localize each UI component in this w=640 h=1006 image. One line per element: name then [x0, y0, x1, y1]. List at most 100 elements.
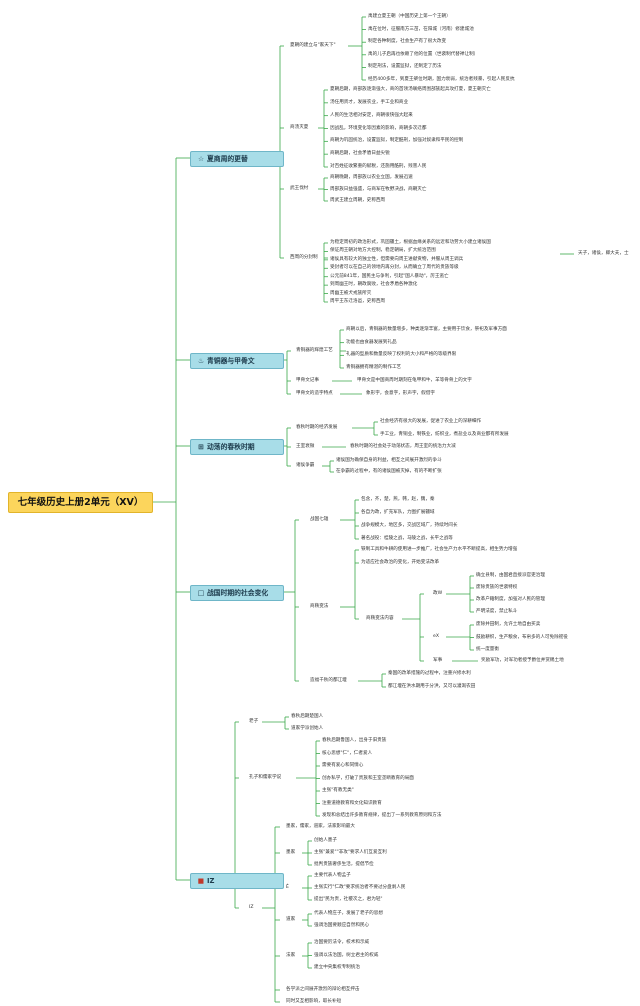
topic-node[interactable]: 政W — [433, 591, 443, 596]
list-item: 废除井田制，允许土地自由买卖 — [476, 622, 541, 627]
branch-node[interactable]: ♨青铜器与甲骨文 — [190, 353, 284, 369]
list-item: 注重道德教育和文化知识教育 — [322, 800, 382, 806]
list-item: 道家学派创始人 — [291, 726, 324, 731]
list-item: 商朝为巩固统治，设置监狱，制定酷刑，加强对奴隶和平民的控制 — [330, 138, 464, 144]
topic-node[interactable]: Ê — [286, 885, 289, 890]
topic-node[interactable]: 战国七雄 — [310, 517, 329, 522]
fire-icon: ♨ — [197, 357, 205, 365]
list-item: 周部族日益强盛，与商军在牧野决战，商朝灭亡 — [330, 186, 427, 192]
topic-node[interactable]: 春秋时期的经济发展 — [296, 425, 338, 430]
list-item: 汤任用贤才，发展农业，手工业和商业 — [330, 99, 409, 105]
summary-note: 同时又互相影响，取长补短 — [286, 999, 342, 1004]
summary-note: 各学派之间展开激烈的辩论相互抨击 — [286, 987, 360, 992]
list-item: 到周幽王时，朝政腐败，社会矛盾各种激化 — [330, 282, 418, 288]
branch-node[interactable]: □战国时期的社会变化 — [190, 585, 284, 601]
branch-node[interactable]: ⊞动荡的春秋时期 — [190, 439, 284, 455]
branch-label: 战国时期的社会变化 — [207, 589, 269, 597]
list-item: 禹建立夏王朝（中国历史上第一个王朝） — [368, 14, 451, 19]
list-item: 代表人物庄子，发展了老子的思想 — [314, 911, 383, 916]
side-note: 天子，诸侯，卿大夫，士 — [578, 251, 629, 256]
list-item: 强调治国要顺应自然和民心 — [314, 923, 370, 928]
list-item: 核心思想"仁"，仁者爱人 — [322, 750, 373, 756]
list-item: 统一度量衡 — [476, 647, 499, 652]
grid-icon: ⊞ — [198, 443, 204, 451]
branch-node[interactable]: ☆夏商周的更替 — [190, 151, 284, 167]
list-item: 手工业，青铜业，制铁业，纺织业，煮盐业以及商业都有所发展 — [380, 432, 509, 437]
list-item: 诸侯具有较大的独立性，但需要向周王进献贡物，并服从周王调兵 — [330, 256, 464, 262]
list-item: 需要有爱心和同情心 — [322, 763, 364, 768]
list-item: 周武王建立周朝，史称西周 — [330, 198, 386, 203]
list-item: 夏朝后期，商部族逐渐强大，商的首领汤联络周围部族起兵攻打夏，夏王朝灭亡 — [330, 87, 491, 92]
list-item: 因战乱，环境变化等因素的影响，商朝多次迁都 — [330, 125, 427, 131]
list-item: 战争规模大，地区多，交战区域广，持续时间长 — [361, 523, 458, 528]
list-item: 发现和总结出许多教育规律，提出了一系列教育原则和方法 — [322, 813, 442, 818]
summary-note: 墨家，儒家，道家，法家影响最大 — [286, 824, 355, 829]
list-item: 青铜器拥有精湛的制作工艺 — [346, 365, 402, 370]
topic-node[interactable]: 墨家 — [286, 850, 296, 855]
list-item: 春秋后期鲁国人，出身于旧贵族 — [322, 738, 387, 743]
inline-note: 象形字，会意字，形声字，假借字 — [366, 391, 435, 396]
list-item: 春秋后期楚国人 — [291, 714, 324, 719]
topic-node[interactable]: 造福千秋的都江堰 — [310, 678, 347, 683]
list-item: 周平王东迁洛邑，史称西周 — [330, 299, 386, 304]
list-item: 经历400多年，到夏王桀位时期，国力衰弱，统治者残暴，引起人民反抗 — [368, 77, 515, 82]
list-item: 秦国的改革措施的过程中，注重兴修水利 — [388, 671, 471, 676]
list-item: 制定各种制度，社会生产有了很大改变 — [368, 39, 447, 45]
topic-node[interactable]: 法家 — [286, 953, 296, 958]
list-item: 对百姓征收繁重的赋税，还施用酷刑，残害人民 — [330, 164, 427, 169]
inline-note: 奖励军功，对军功者授予爵位并赏赐土地 — [481, 658, 564, 663]
list-item: 提出"民为贵，社稷次之，君为轻" — [314, 897, 383, 902]
list-item: 铁制工具和牛耕的使用进一步推广，社会生产力水平不断提高，相生势力增强 — [361, 547, 518, 552]
list-item: 主要代表人物孟子 — [314, 873, 351, 878]
list-item: 主张"有教无类" — [322, 788, 354, 793]
list-item: 改革户籍制度，加强对人民的管理 — [476, 597, 545, 602]
topic-node[interactable]: 诸侯争霸 — [296, 463, 315, 468]
list-item: 治国要厉法令，校术和示威 — [314, 940, 370, 945]
topic-node[interactable]: 甲骨文记事 — [296, 378, 319, 383]
branch-label: 青铜器与甲骨文 — [207, 357, 255, 365]
topic-node[interactable]: eX — [433, 634, 439, 639]
list-item: 商朝后期，社会矛盾日益尖锐 — [330, 151, 390, 157]
list-item: 商朝晚期，周部族以农业立国，发展迅速 — [330, 175, 413, 180]
list-item: 在争霸的过程中，有的诸侯国被灭掉，有的不断扩张 — [336, 469, 442, 474]
list-item: 都江堰在洪水期用于分洪，又可以灌溉农田 — [388, 684, 476, 689]
topic-node[interactable]: 王室衰微 — [296, 444, 315, 449]
square-icon: □ — [197, 589, 205, 597]
topic-node[interactable]: 西周的分封制 — [290, 255, 318, 260]
list-item: 周幽王被犬戎族所灭 — [330, 290, 372, 296]
list-item: 确立县制，由国君直接派官吏治理 — [476, 573, 545, 578]
topic-node[interactable]: 商鞅变法 — [310, 604, 329, 609]
root-node[interactable]: 七年级历史上册2单元（XV） — [8, 492, 153, 513]
list-item: 严明法度，禁止私斗 — [476, 609, 518, 614]
list-item: 批判贵族奢侈生活，提倡节俭 — [314, 862, 374, 867]
inline-note: 春秋时期的社会处于动荡状态，周王室的统治力大减 — [350, 444, 456, 449]
list-item: 为稳定周初的政治形式，巩固疆土，根据血缘关系的远近和功劳大小建立诸侯国 — [330, 240, 491, 245]
branch-label: 动荡的春秋时期 — [207, 443, 255, 451]
list-item: 制定刑法，设置监狱，还制定了历法 — [368, 64, 442, 70]
star-icon: ☆ — [197, 155, 205, 163]
topic-node[interactable]: 甲骨文的造字特点 — [296, 391, 333, 396]
topic-node[interactable]: 夏朝的建立与"家天下" — [290, 43, 336, 48]
list-item: 创办私学，打破了贵族和王室垄断教育的局面 — [322, 775, 414, 781]
topic-node[interactable]: 武王伐纣 — [290, 186, 309, 191]
list-item: 礼器的型质和数量反映了权利的大小和严格的等级界限 — [346, 352, 457, 358]
branch-node[interactable]: ■IZ — [190, 873, 284, 889]
topic-node[interactable]: IZ — [249, 905, 254, 910]
list-item: 为适应社会政治的变化，开始变法改革 — [361, 560, 440, 565]
list-item: 受封者可以在自己的领地内再分封，从而确立了周代的贵族等级 — [330, 265, 459, 271]
list-item: 废除贵族的世袭特权 — [476, 585, 518, 590]
list-item: 禹的儿子启再也依赖了他的位置（世袭制代替禅让制） — [368, 51, 479, 57]
list-item: 鼓励耕织，生产粮食，布帛多的人可免除徭役 — [476, 634, 568, 640]
topic-node[interactable]: 老子 — [249, 719, 259, 724]
branch-label: 夏商周的更替 — [207, 155, 248, 163]
topic-node[interactable]: 商汤灭夏 — [290, 125, 309, 130]
topic-node[interactable]: 道家 — [286, 917, 296, 922]
list-item: 人民的生活相对安定，商朝很快强大起来 — [330, 112, 413, 118]
topic-node[interactable]: 青铜器的辉煌工艺 — [296, 348, 333, 353]
topic-node[interactable]: 商鞅变法内容 — [366, 616, 394, 621]
topic-node[interactable]: 孔子和儒家学说 — [249, 775, 282, 780]
list-item: 著名战役：桂陵之战，马陵之战，长平之战等 — [361, 536, 453, 541]
branch-label: IZ — [207, 877, 215, 885]
topic-node[interactable]: 军事 — [433, 658, 443, 663]
